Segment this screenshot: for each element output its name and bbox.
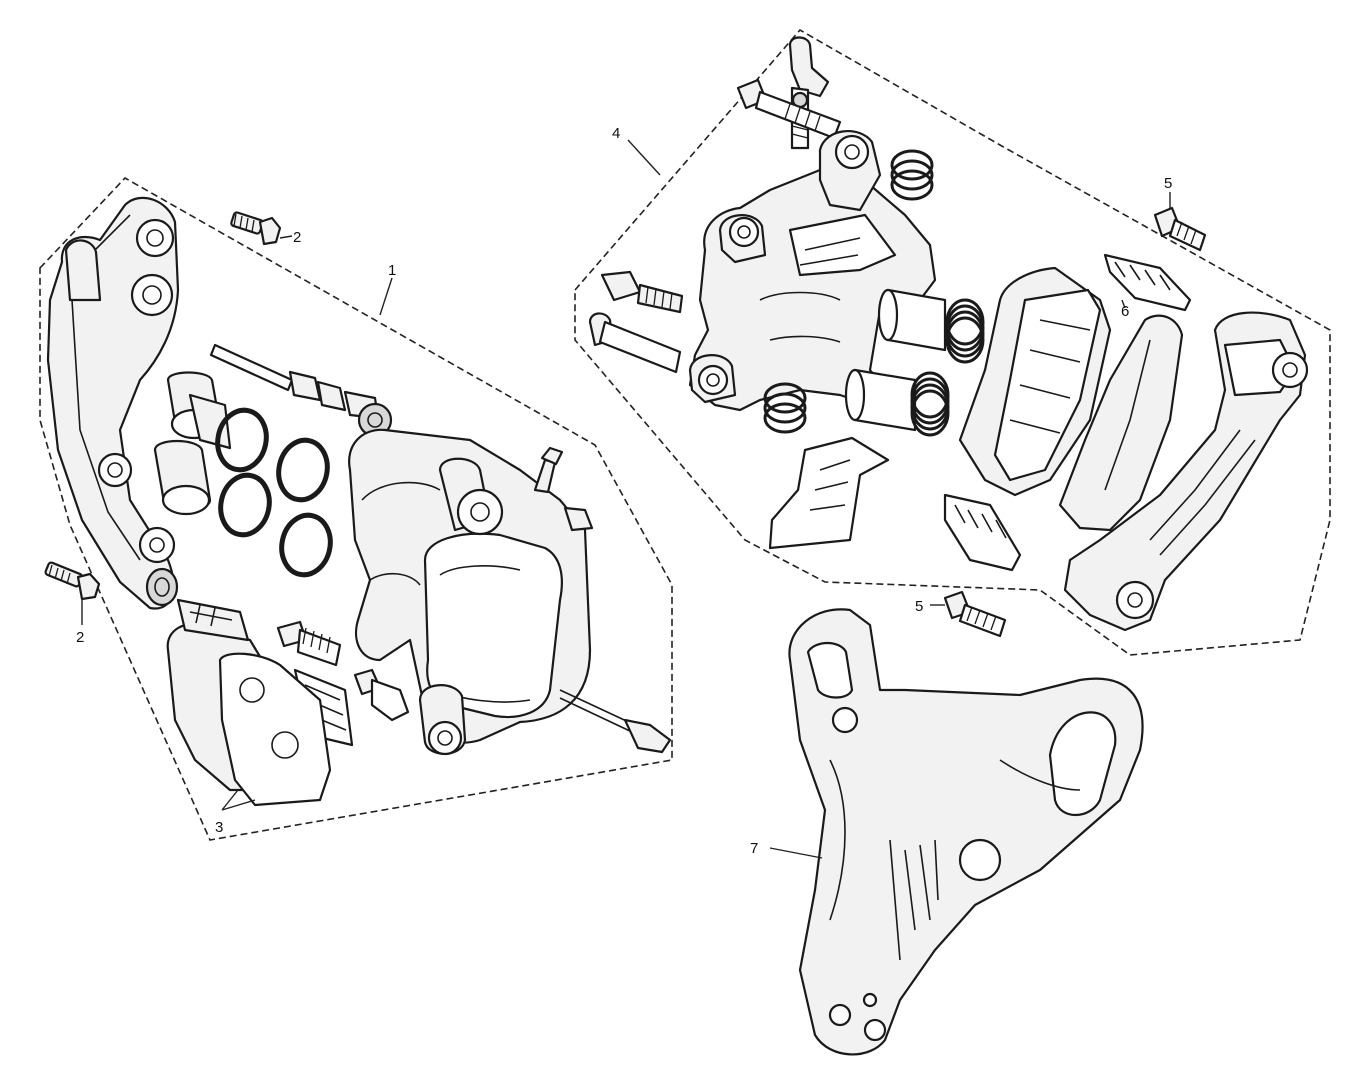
- rear-caliper-body: [688, 130, 937, 412]
- leader-2-upper: [279, 235, 293, 239]
- callout-7: 7: [750, 840, 758, 857]
- leader-7: [769, 847, 823, 859]
- front-caliper-bracket: [46, 196, 180, 610]
- bracket-bolt-lower: [44, 561, 101, 601]
- callout-4: 4: [612, 125, 620, 142]
- leader-4: [627, 139, 661, 176]
- callout-5-lower: 5: [915, 598, 923, 615]
- rear-bracket-bolt-upper: [1153, 206, 1207, 252]
- bracket-bolt-upper: [230, 211, 282, 246]
- rear-pad-clips: [943, 253, 1192, 572]
- leader-3: [221, 789, 256, 811]
- rear-pad-spring: [768, 436, 890, 550]
- rear-pistons: [844, 288, 947, 432]
- callout-1: 1: [388, 262, 396, 279]
- front-caliper-assembly: 1 2 2 3: [39, 176, 673, 841]
- front-pistons: [153, 371, 232, 516]
- rear-caliper-assembly: 4 5 5 6: [574, 28, 1331, 656]
- front-caliper-body: [348, 428, 672, 756]
- leader-1: [379, 277, 393, 316]
- rear-slide-bolt-upper: [736, 78, 842, 140]
- front-brake-pads: [166, 598, 332, 807]
- rear-dust-boots: [763, 149, 934, 434]
- callout-6: 6: [1121, 303, 1129, 320]
- leader-6: [1121, 299, 1126, 309]
- callout-2-upper: 2: [293, 229, 301, 246]
- callout-5-upper: 5: [1164, 175, 1172, 192]
- slide-pin-upper: [209, 343, 393, 438]
- rear-bracket-bolt-lower: [943, 590, 1007, 638]
- rear-caliper-bracket: [1063, 311, 1309, 632]
- rear-brake-pads: [958, 266, 1184, 532]
- slide-pin-lower: [276, 620, 410, 722]
- caliper-mounting-plate: [788, 608, 1144, 1056]
- front-assembly-outline: [39, 176, 673, 841]
- piston-seals: [215, 407, 333, 578]
- rear-piston-springs: [910, 298, 985, 437]
- rear-bleed-fitting: [588, 270, 684, 374]
- callout-2-lower: 2: [76, 629, 84, 646]
- callout-3: 3: [215, 819, 223, 836]
- rear-assembly-outline: [574, 28, 1331, 656]
